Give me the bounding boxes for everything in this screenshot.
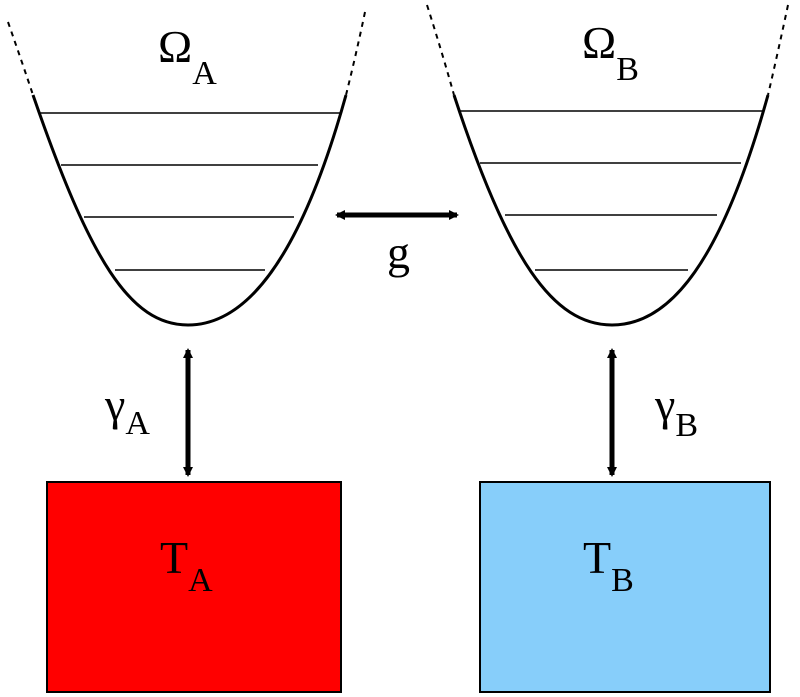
bath-a-box [46,481,342,693]
damping-b: γB [607,348,698,477]
potential-well-b-curve [452,94,770,327]
damping-a: γA [104,348,193,477]
bath-b: TB [479,481,771,693]
coupling: g [335,210,459,278]
potential-well-a-dashed-left [7,21,34,96]
oscillator-b-label: ΩB [582,17,639,88]
oscillator-a-label: ΩA [158,21,217,92]
coupling-label: g [387,227,410,278]
bath-b-label: TB [583,532,634,599]
bath-a: TA [46,481,342,693]
oscillator-b: ΩB [426,4,789,327]
potential-well-b-dashed-right [767,4,789,96]
bath-b-box [479,481,771,693]
damping-a-label: γA [104,379,150,442]
potential-well-a-curve [31,94,348,327]
damping-b-label: γB [654,379,698,444]
oscillator-a: ΩA [7,11,366,327]
potential-well-b-dashed-left [426,4,455,96]
bath-a-label: TA [160,532,213,599]
potential-well-a-dashed-right [345,11,366,96]
